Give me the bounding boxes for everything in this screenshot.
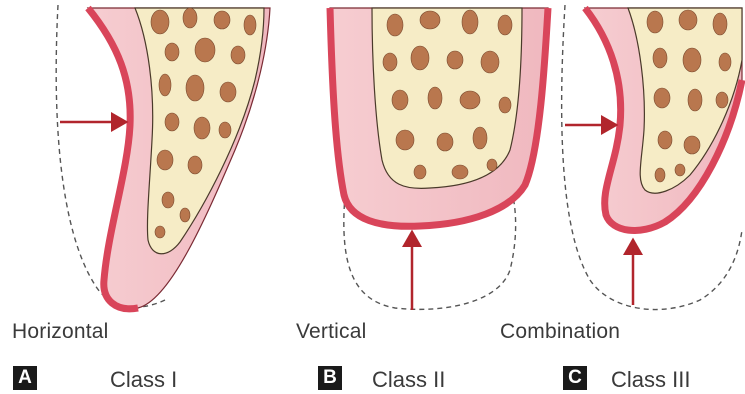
panel-b-vertical bbox=[330, 8, 548, 310]
label-combination: Combination bbox=[500, 320, 620, 344]
class-label-c: Class III bbox=[611, 367, 690, 393]
panel-c-combination bbox=[562, 5, 742, 310]
panel-a-horizontal bbox=[56, 5, 270, 309]
class-label-b: Class II bbox=[372, 367, 445, 393]
class-label-a: Class I bbox=[110, 367, 177, 393]
panel-letter-b: B bbox=[318, 366, 342, 390]
panel-letter-c: C bbox=[563, 366, 587, 390]
panel-letter-a: A bbox=[13, 366, 37, 390]
label-horizontal: Horizontal bbox=[12, 320, 109, 344]
label-vertical: Vertical bbox=[296, 320, 366, 344]
